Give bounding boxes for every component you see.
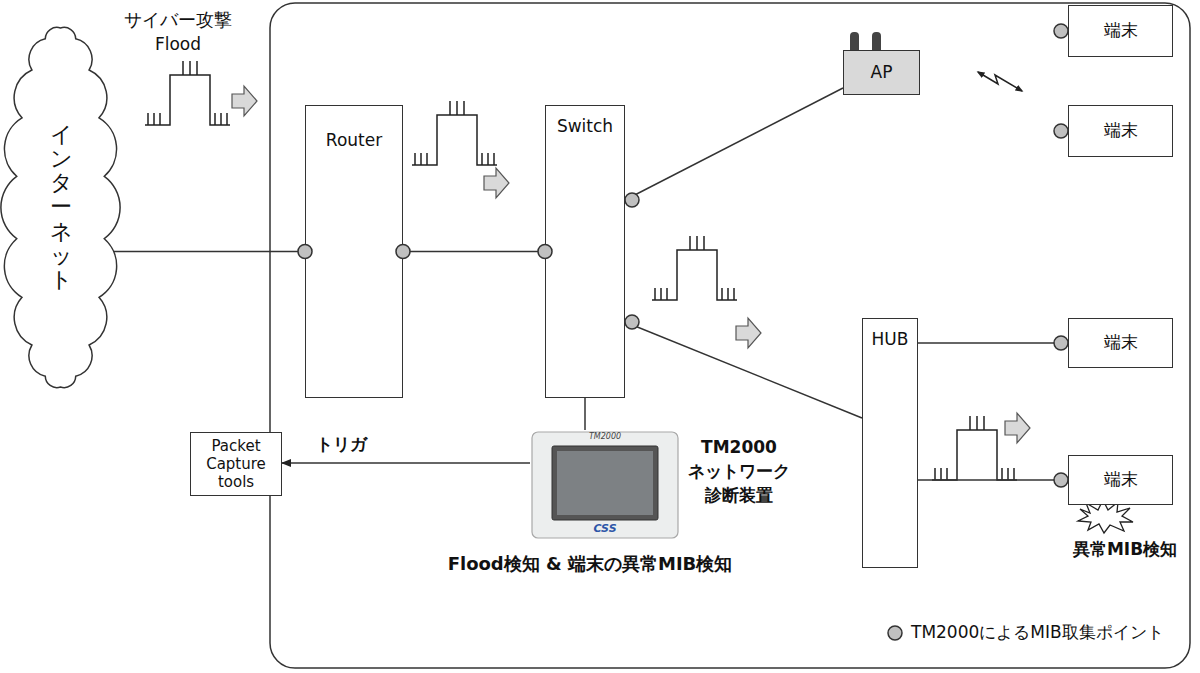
wireless-symbol xyxy=(978,72,1022,91)
network-link xyxy=(584,398,586,430)
collection-point xyxy=(625,315,639,329)
flow-arrow xyxy=(1005,413,1030,443)
network-link xyxy=(918,342,1068,344)
router-box: Router xyxy=(305,105,403,398)
node-text: Router xyxy=(326,130,382,151)
terminal-box: 端末 xyxy=(1068,5,1173,57)
edge-label: トリガ xyxy=(316,433,367,456)
trigger-arrow xyxy=(282,462,530,464)
network-boundary xyxy=(270,3,1190,668)
flow-arrow xyxy=(736,318,761,348)
collection-point xyxy=(1054,473,1068,487)
network-link xyxy=(403,251,545,253)
collection-point xyxy=(1054,336,1068,350)
device-heading: TM2000 ネットワーク 診断装置 xyxy=(683,436,795,507)
access-point-box: AP xyxy=(843,50,920,95)
flow-arrow xyxy=(232,86,257,116)
collection-point xyxy=(396,245,410,259)
terminal-box: 端末 xyxy=(1068,105,1173,157)
node-text: 端末 xyxy=(1104,332,1138,353)
vertical-text: インターネット xyxy=(50,123,72,292)
switch-box: Switch xyxy=(545,105,625,398)
alert-label: 異常MIB検知 xyxy=(1060,538,1190,561)
collection-point xyxy=(1054,124,1068,138)
collection-point xyxy=(298,245,312,259)
legend-sample xyxy=(885,623,905,643)
flow-arrow xyxy=(484,168,509,198)
hub-box: HUB xyxy=(862,318,918,568)
node-text: HUB xyxy=(872,329,909,350)
collection-point-symbol xyxy=(888,626,902,640)
flood-pulse xyxy=(652,236,737,300)
network-link xyxy=(98,251,305,253)
network-link xyxy=(625,88,843,200)
node-text: 端末 xyxy=(1104,20,1138,41)
flood-pulse xyxy=(932,416,1017,480)
capture-tool-box: Packet Capture tools xyxy=(190,432,282,496)
node-text: Packet Capture tools xyxy=(191,437,281,491)
attack-label: サイバー攻撃 xyxy=(113,8,243,32)
flood-pulse xyxy=(412,101,497,165)
flood-pulse xyxy=(145,61,230,125)
legend-text: TM2000によるMIB取集ポイント xyxy=(911,621,1164,644)
terminal-box: 端末 xyxy=(1068,318,1173,368)
device-screen-text: TM2000 xyxy=(530,432,680,442)
logo-text: CSS xyxy=(575,522,635,535)
collection-point xyxy=(1054,24,1068,38)
network-link xyxy=(625,322,862,418)
node-text: AP xyxy=(871,62,893,83)
collection-point xyxy=(538,245,552,259)
terminal-box: 端末 xyxy=(1068,455,1173,505)
collection-point xyxy=(625,193,639,207)
cloud-shape xyxy=(1,27,120,387)
node-text: Switch xyxy=(557,116,613,137)
node-text: 端末 xyxy=(1104,120,1138,141)
legend-row: TM2000によるMIB取集ポイント xyxy=(885,621,1164,644)
internet-cloud: インターネット xyxy=(3,15,118,400)
flood-label: Flood xyxy=(113,34,243,54)
device-picture xyxy=(532,432,678,538)
node-text: 端末 xyxy=(1104,469,1138,490)
network-link xyxy=(918,479,1068,481)
detection-label: Flood検知 & 端末の異常MIB検知 xyxy=(405,552,775,576)
